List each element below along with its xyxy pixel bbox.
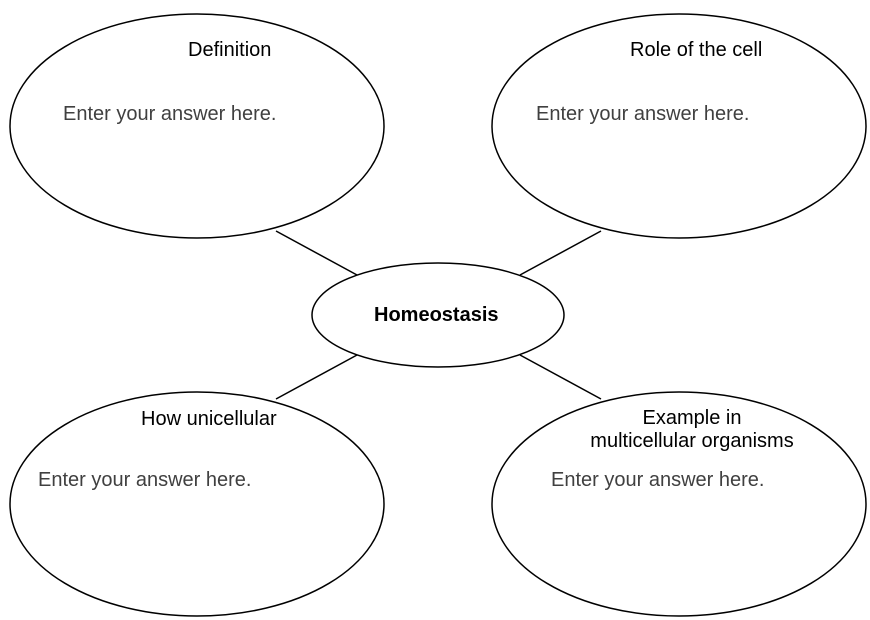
answer-field-example-multicellular[interactable]: Enter your answer here. (551, 469, 765, 491)
center-title: Homeostasis (374, 304, 499, 326)
heading-example-line1: Example in (642, 407, 742, 429)
connector-definition (275, 230, 358, 276)
answer-field-how-unicellular[interactable]: Enter your answer here. (38, 469, 252, 491)
bubble-how-unicellular (9, 391, 385, 617)
answer-field-definition[interactable]: Enter your answer here. (63, 103, 277, 125)
bubble-example-multicellular (491, 391, 867, 617)
heading-example-multicellular: Example in multicellular organisms (576, 407, 808, 453)
bubble-center (311, 262, 565, 368)
connector-role-of-cell (519, 230, 602, 276)
answer-field-role-of-cell[interactable]: Enter your answer here. (536, 103, 750, 125)
connector-how-unicellular (275, 354, 358, 400)
bubble-definition (9, 13, 385, 239)
heading-how-unicellular: How unicellular (141, 408, 277, 430)
bubble-role-of-cell (491, 13, 867, 239)
heading-role-of-cell: Role of the cell (630, 39, 763, 61)
connector-example-multicellular (519, 354, 602, 400)
heading-example-line2: multicellular organisms (590, 430, 794, 452)
heading-definition: Definition (188, 39, 272, 61)
